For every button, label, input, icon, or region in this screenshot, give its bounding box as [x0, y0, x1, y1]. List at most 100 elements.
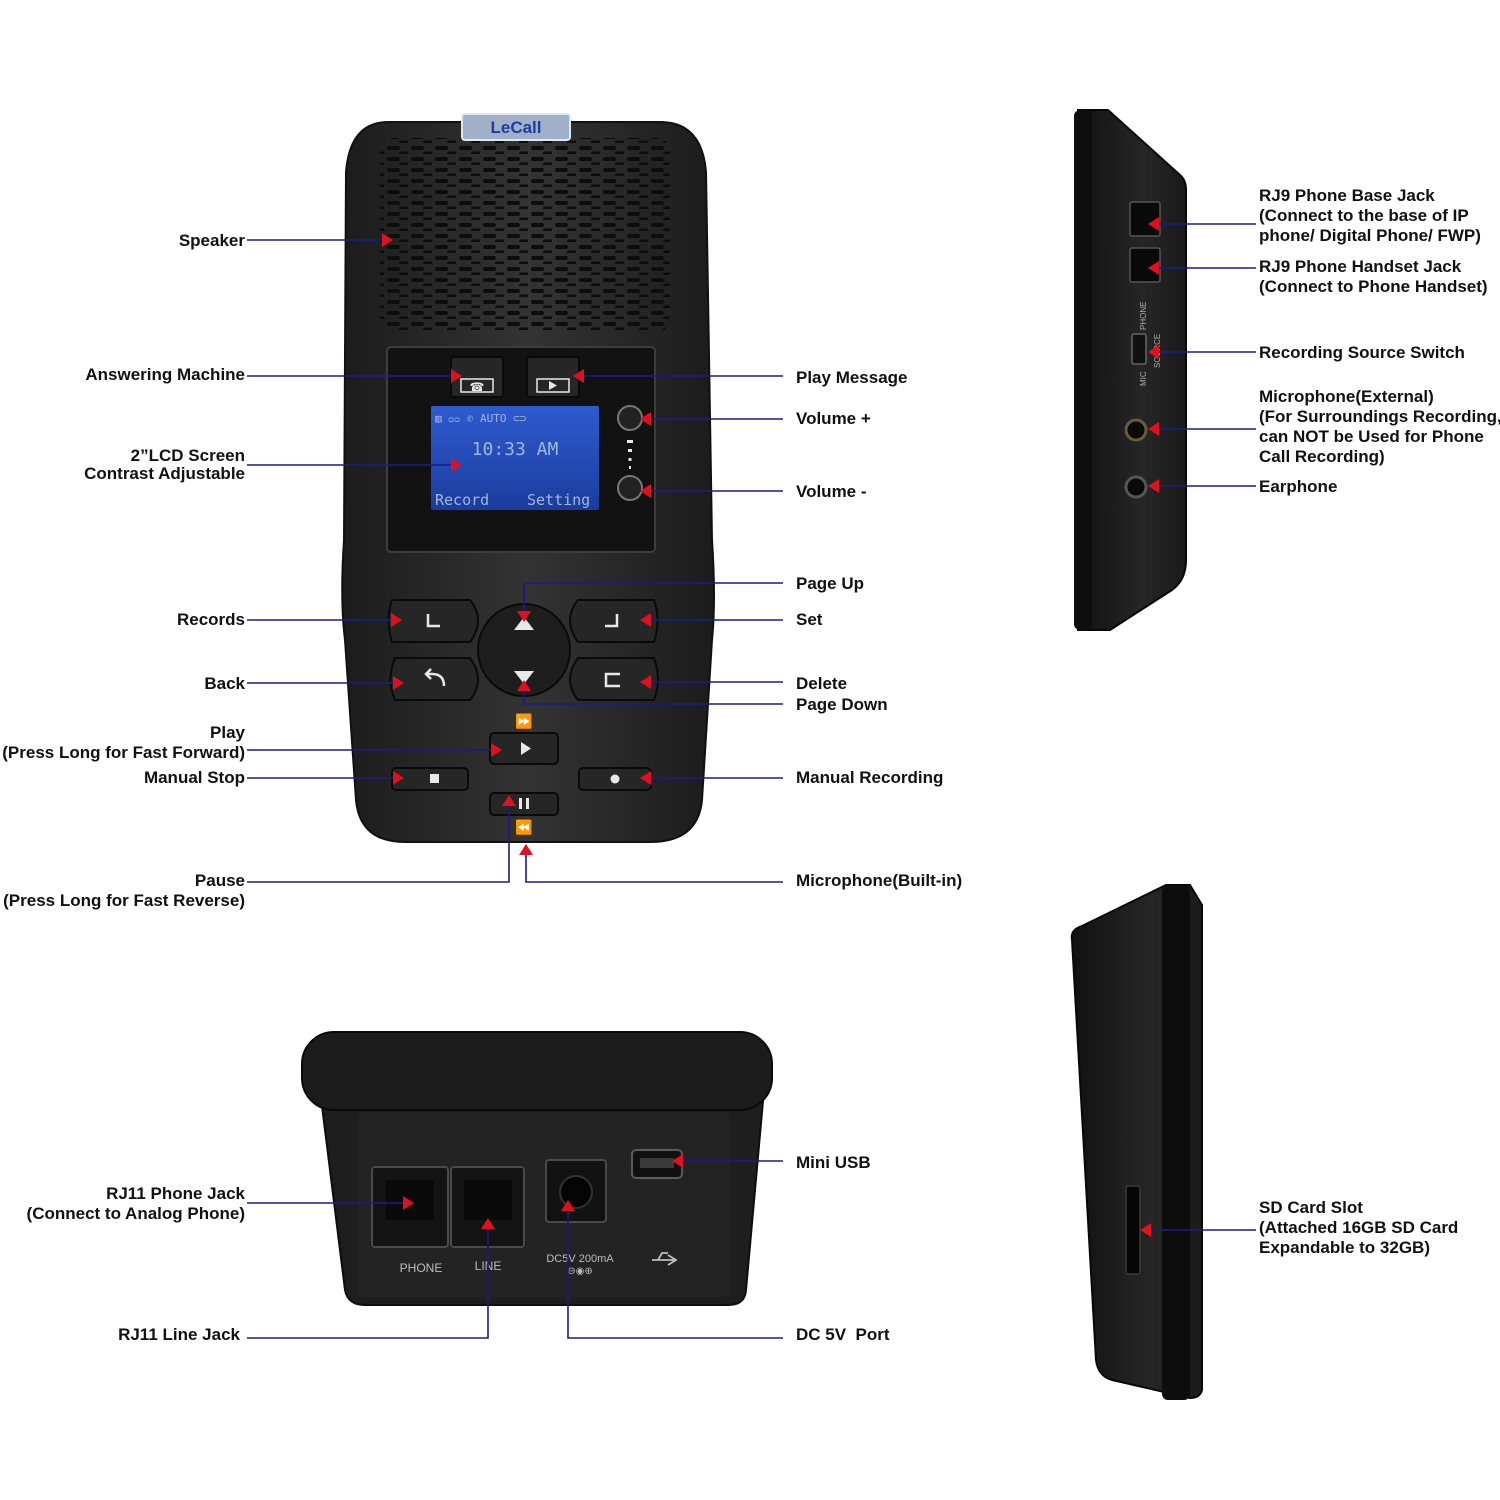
phone-jack-socket	[386, 1180, 434, 1220]
back-arrow-icon	[424, 668, 446, 687]
label-volume-down: Volume -	[796, 482, 867, 501]
label-lcd-screen-line1: 2”LCD Screen	[131, 446, 245, 465]
rj11-phone-arrow	[403, 1196, 414, 1210]
pause-button[interactable]	[489, 792, 559, 816]
mini-usb-socket	[640, 1158, 674, 1168]
lcd-screen-arrow	[451, 458, 462, 472]
label-pause-line1: Pause	[195, 871, 245, 890]
side-rim-bottom	[1162, 885, 1190, 1400]
speaker-grille	[380, 138, 670, 333]
rj9-handset-arrow	[1148, 261, 1159, 275]
label-page-up: Page Up	[796, 574, 864, 593]
callout-labels: Speaker Answering Machine 2”LCD Screen C…	[2, 186, 1500, 1344]
page-up-arrow	[517, 611, 531, 622]
play-message-button[interactable]	[526, 356, 580, 398]
label-rj11-phone-line2: (Connect to Analog Phone)	[27, 1204, 245, 1223]
label-dc-port: DC 5V Port	[796, 1325, 890, 1344]
pause-icon	[519, 798, 529, 809]
lcd-softkey-setting: Setting	[527, 491, 590, 509]
label-mic-external-line1: Microphone(External)	[1259, 387, 1434, 406]
brand-logo: LeCall	[490, 118, 541, 137]
bottom-view: PHONE LINE DC5V 200mA ⊖◉⊕	[301, 1031, 773, 1306]
label-manual-recording: Manual Recording	[796, 768, 943, 787]
line-jack-socket	[464, 1180, 512, 1220]
play-arrow	[491, 743, 502, 757]
page-down-icon	[514, 671, 534, 684]
mini-usb-arrow	[672, 1154, 683, 1168]
rj9-base-arrow	[1148, 217, 1159, 231]
front-view: LeCall ☎ ▥ ᴑᴑ ✆ AUTO ⊂⊃ 10:33 AM Record …	[341, 113, 715, 843]
corner-left-icon	[426, 614, 440, 628]
answering-machine-arrow	[451, 369, 462, 383]
external-microphone-jack	[1124, 418, 1148, 442]
lcd-status-icons: ▥ ᴑᴑ ✆ AUTO ⊂⊃	[435, 412, 527, 425]
label-answering-machine: Answering Machine	[85, 365, 245, 384]
label-rj9-base-line1: RJ9 Phone Base Jack	[1259, 186, 1435, 205]
label-records: Records	[177, 610, 245, 629]
label-earphone: Earphone	[1259, 477, 1337, 496]
label-rj9-base-line2: (Connect to the base of IP	[1259, 206, 1469, 225]
leader-lines	[247, 223, 1256, 1339]
label-back: Back	[204, 674, 245, 693]
corner-right-icon	[605, 614, 619, 628]
dc-port-label: DC5V 200mA	[546, 1253, 614, 1265]
page-down-arrow	[517, 680, 531, 691]
microphone-builtin-arrow	[519, 844, 533, 855]
label-play-message: Play Message	[796, 368, 908, 387]
back-button[interactable]	[389, 657, 479, 701]
set-button[interactable]	[569, 599, 659, 643]
manual-stop-arrow	[393, 771, 404, 785]
play-message-button-face	[536, 378, 570, 393]
switch-label-mic: MIC	[1139, 371, 1148, 386]
side-view-sd	[1070, 884, 1203, 1400]
answering-machine-button-face	[460, 378, 494, 393]
phone-port-label: PHONE	[400, 1261, 443, 1275]
label-sd-slot-line3: Expandable to 32GB)	[1259, 1238, 1430, 1257]
label-speaker: Speaker	[179, 231, 246, 250]
label-mic-external-line3: can NOT be Used for Phone	[1259, 427, 1484, 446]
play-message-icon	[549, 381, 557, 390]
lcd-time: 10:33 AM	[472, 439, 559, 460]
rj11-line-arrow	[481, 1218, 495, 1229]
page-up-icon	[514, 617, 534, 630]
recording-source-arrow	[1148, 345, 1159, 359]
rj9-base-jack	[1129, 201, 1161, 237]
recording-source-switch[interactable]	[1131, 333, 1147, 365]
record-icon	[610, 774, 620, 784]
label-page-down: Page Down	[796, 695, 888, 714]
fast-forward-icon: ⏩	[515, 713, 532, 730]
dc-power-socket	[559, 1175, 593, 1209]
delete-arrow	[640, 675, 651, 689]
side-shell-top	[1077, 109, 1187, 631]
label-rj11-line: RJ11 Line Jack	[118, 1325, 240, 1344]
label-rj9-base-line3: phone/ Digital Phone/ FWP)	[1259, 226, 1481, 245]
records-button[interactable]	[387, 599, 479, 643]
label-sd-slot-line2: (Attached 16GB SD Card	[1259, 1218, 1458, 1237]
label-play-line1: Play	[210, 723, 246, 742]
usb-icon	[652, 1252, 678, 1266]
rj9-handset-jack	[1129, 247, 1161, 283]
label-recording-source-switch: Recording Source Switch	[1259, 343, 1465, 362]
label-pause-line2: (Press Long for Fast Reverse)	[3, 891, 245, 910]
label-microphone-builtin: Microphone(Built-in)	[796, 871, 962, 890]
sd-slot-arrow	[1140, 1223, 1151, 1237]
volume-level-icon	[627, 440, 633, 469]
earphone-jack	[1124, 475, 1148, 499]
volume-up-button[interactable]	[617, 405, 643, 431]
set-arrow	[640, 613, 651, 627]
volume-down-button[interactable]	[617, 475, 643, 501]
speaker-arrow	[382, 233, 393, 247]
label-rj9-handset-line1: RJ9 Phone Handset Jack	[1259, 257, 1462, 276]
fast-reverse-icon: ⏪	[515, 819, 532, 836]
delete-button[interactable]	[569, 657, 659, 701]
label-lcd-screen-line2: Contrast Adjustable	[84, 464, 245, 483]
label-play-line2: (Press Long for Fast Forward)	[2, 743, 245, 762]
switch-label-phone: PHONE	[1139, 302, 1148, 330]
dc-port-arrow	[561, 1200, 575, 1211]
manual-recording-arrow	[640, 771, 651, 785]
mic-external-arrow	[1148, 422, 1159, 436]
records-arrow	[391, 613, 402, 627]
bottom-top-edge	[301, 1031, 773, 1111]
delete-icon	[604, 672, 620, 688]
